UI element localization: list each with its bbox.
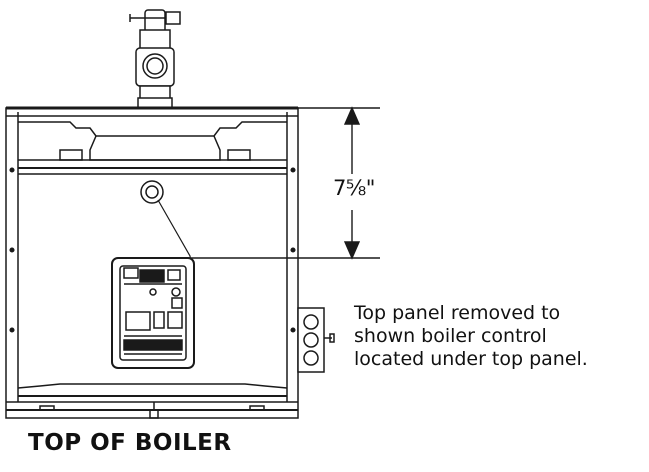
note-line: shown boiler control (354, 325, 547, 347)
boiler-control-module (111, 257, 195, 369)
junction-box (297, 307, 335, 373)
note-line: located under top panel. (354, 348, 588, 370)
pressure-relief-valve (129, 9, 181, 101)
annotation-note: Top panel removed to shown boiler contro… (354, 302, 588, 371)
note-line: Top panel removed to (354, 302, 561, 324)
dimension-label: 7⅝" (333, 174, 375, 202)
dimension-indicator (172, 106, 380, 260)
figure-caption: TOP OF BOILER (28, 430, 232, 456)
